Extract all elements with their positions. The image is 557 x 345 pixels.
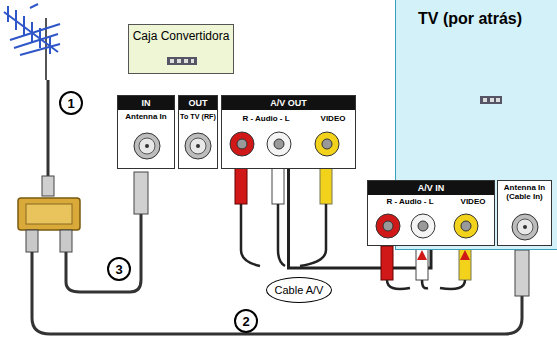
- av-out-panel: A/V OUT R - Audio - L VIDEO: [221, 95, 356, 169]
- callout-number: 3: [115, 262, 122, 277]
- port-label: R - Audio - L: [224, 114, 308, 124]
- port-label: VIDEO: [312, 114, 354, 124]
- panel-heading: A/V OUT: [222, 96, 355, 110]
- box-label: Cable A/V: [275, 284, 324, 296]
- rf-out-panel: OUT To TV (RF): [178, 95, 218, 169]
- av-plugs-out: [235, 158, 332, 266]
- coax-cable: [66, 214, 141, 292]
- port-label: R - Audio - L: [370, 197, 450, 207]
- panel-heading: A/V IN: [368, 181, 494, 195]
- port-label: Antenna In: [118, 112, 174, 122]
- antenna: [4, 4, 60, 80]
- converter-box: Caja Convertidora: [128, 24, 234, 74]
- antenna-in-panel: IN Antenna In: [117, 95, 175, 169]
- panel-heading: IN: [118, 96, 174, 110]
- av-plugs-in: [381, 246, 471, 289]
- callout-number: 3: [107, 257, 131, 281]
- coax-cable: [32, 252, 522, 334]
- coax-cable: [47, 80, 50, 180]
- port-label: VIDEO: [452, 197, 494, 207]
- callout-number: 1: [67, 96, 74, 111]
- box-label: Antenna In (Cable In): [499, 183, 550, 201]
- splitter: [18, 198, 80, 252]
- callout-number: 2: [234, 309, 258, 333]
- coax-plug: [134, 172, 148, 214]
- coax-plug: [515, 250, 529, 296]
- tv-antenna-panel: Antenna In (Cable In): [497, 180, 552, 246]
- box-label: TV (por atrás): [418, 10, 557, 28]
- panel-heading: OUT: [179, 96, 217, 110]
- cable-label: Cable A/V: [266, 277, 332, 303]
- box-label: Caja Convertidora: [129, 29, 233, 43]
- callout-number: 1: [59, 91, 83, 115]
- port-label: To TV (RF): [179, 112, 217, 122]
- callout-number: 2: [242, 314, 249, 329]
- coax-plug: [42, 176, 54, 196]
- av-in-panel: A/V IN R - Audio - LVIDEO: [367, 180, 495, 246]
